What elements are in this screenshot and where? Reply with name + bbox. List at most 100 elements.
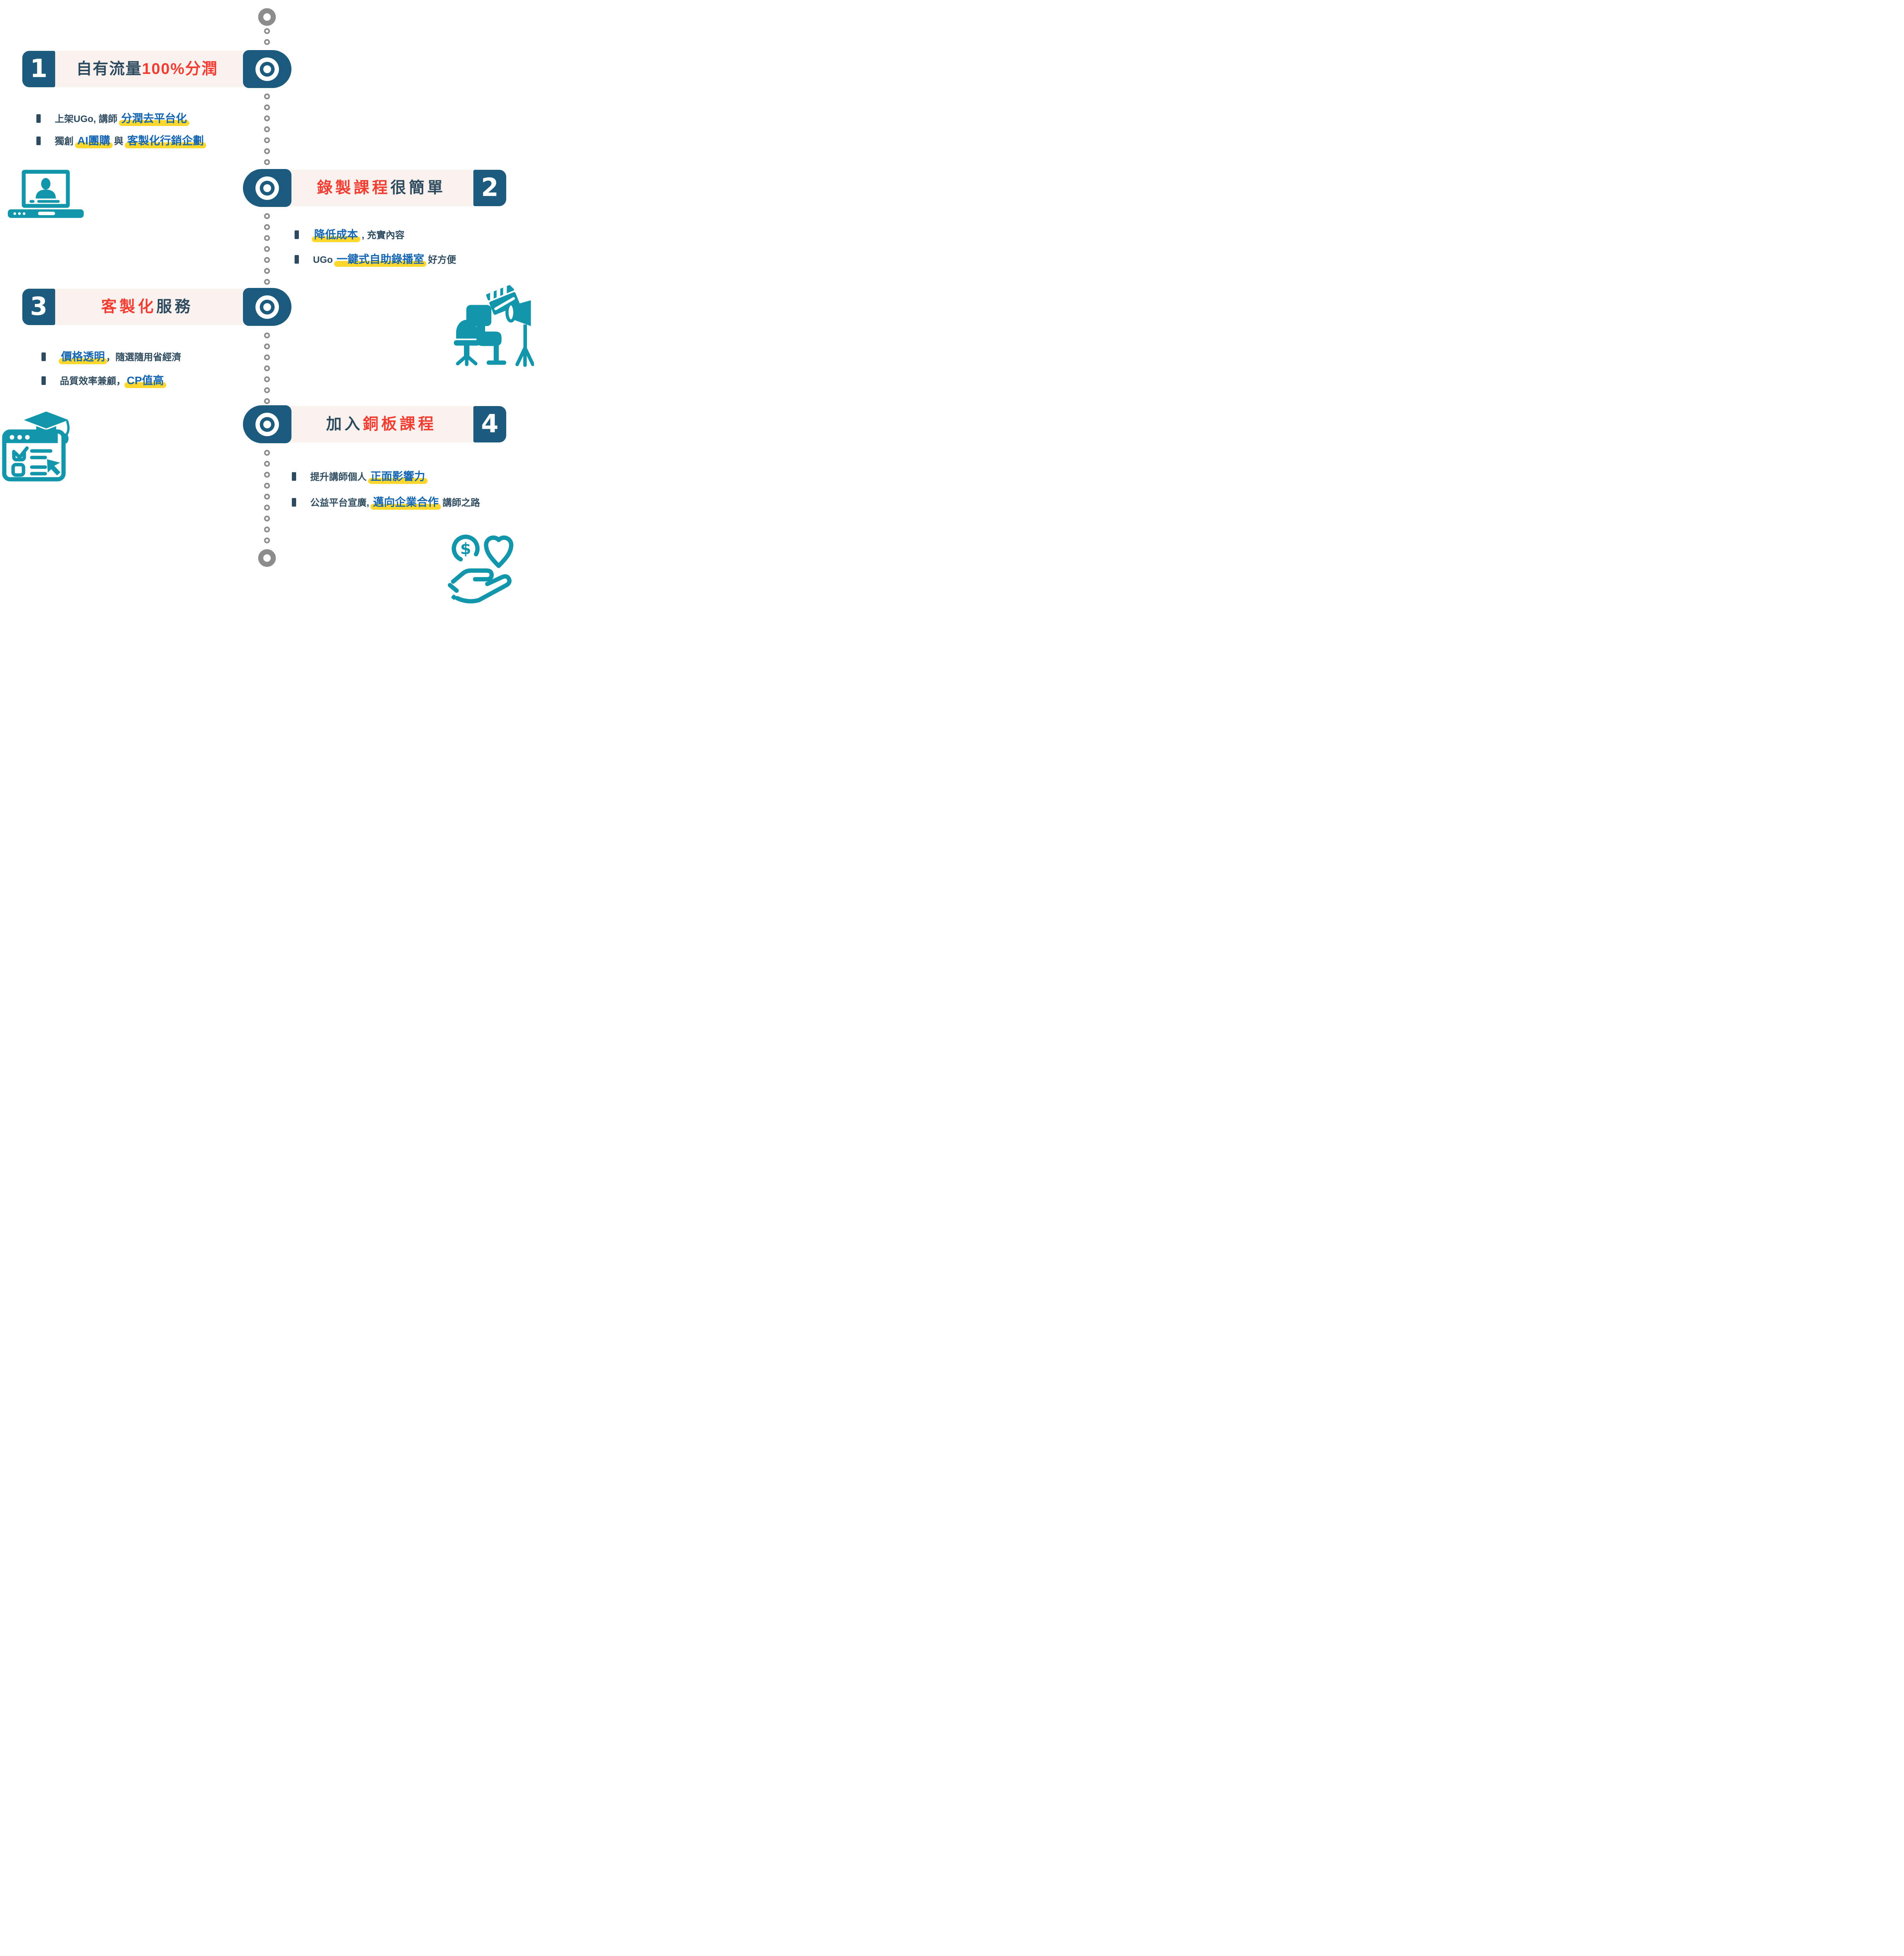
timeline-dot	[264, 137, 270, 143]
timeline-dot	[264, 28, 270, 34]
bullet-item: 公益平台宣廣, 邁向企業合作 講師之路	[292, 494, 480, 509]
timeline-dot	[264, 527, 270, 532]
bullet-item: 上架UGo, 講師 分潤去平台化	[36, 110, 188, 126]
timeline-dot	[264, 398, 270, 404]
timeline-dot	[264, 257, 270, 263]
step-title-4: 加入銅板課程	[291, 406, 471, 442]
text-segment: UGo	[313, 255, 336, 265]
step-header-bar-2	[264, 170, 473, 206]
highlighted-keyword: 客製化行銷企劃	[126, 135, 205, 147]
timeline-dot	[264, 387, 270, 393]
text-segment: 好方便	[425, 255, 457, 265]
timeline-dot	[264, 235, 270, 241]
timeline-dot	[264, 115, 270, 121]
text-segment: 錄製課程	[317, 179, 390, 196]
bullet-item: 品質效率兼顧，CP值高	[41, 372, 165, 388]
text-segment: , 充實內容	[359, 230, 405, 241]
highlighted-keyword: 分潤去平台化	[120, 112, 188, 124]
text-segment: 100%分潤	[142, 60, 218, 77]
timeline-dot	[264, 126, 270, 132]
step-header-bar-4	[264, 406, 473, 442]
timeline-dot	[264, 354, 270, 360]
bullet-item: 降低成本 , 充實內容	[295, 226, 405, 242]
highlighted-keyword: 價格透明	[60, 351, 106, 363]
timeline-dot	[264, 538, 270, 543]
step-number-badge-4: 4	[473, 406, 506, 442]
bullet-item: 價格透明，隨選隨用省經濟	[41, 348, 181, 364]
laptop-presenter-icon	[7, 170, 84, 218]
step-title-2: 錄製課程很簡單	[291, 170, 471, 206]
timeline-node-2	[243, 169, 291, 207]
timeline-dot	[264, 268, 270, 274]
text-segment: 服務	[156, 298, 193, 315]
bullet-item: 獨創 AI團購 與 客製化行銷企劃	[36, 132, 205, 148]
text-segment: 自有流量	[76, 60, 142, 77]
bullseye-icon	[255, 57, 279, 81]
step-number-badge-1: 1	[22, 51, 55, 87]
text-segment: 上架UGo, 講師	[55, 114, 120, 124]
timeline-dot	[264, 472, 270, 478]
step-header-bar-3	[55, 289, 270, 325]
highlighted-keyword: 一鍵式自助錄播室	[335, 253, 425, 265]
highlighted-keyword: CP值高	[126, 374, 165, 387]
infographic-canvas: 1 自有流量100%分潤 錄製課程很簡單 2 3 客製化服務 加入銅板課程 4 …	[0, 0, 570, 625]
text-segment: 與	[111, 136, 126, 147]
highlighted-keyword: 邁向企業合作	[372, 496, 440, 508]
bullet-square-marker	[41, 352, 46, 361]
timeline-dot	[264, 343, 270, 349]
bullet-square-marker	[292, 472, 296, 481]
timeline-dot	[264, 213, 270, 219]
timeline-dot	[264, 148, 270, 154]
highlighted-keyword: 降低成本	[313, 228, 359, 241]
timeline-dot	[264, 246, 270, 252]
text-segment: 很簡單	[390, 179, 446, 196]
timeline-dot	[264, 333, 270, 338]
timeline-end-ring	[258, 549, 276, 567]
text-segment: 提升講師個人	[310, 472, 369, 482]
text-segment: 講師之路	[440, 498, 480, 508]
text-segment: 獨創	[55, 136, 76, 147]
step-number-badge-3: 3	[22, 289, 55, 325]
timeline-dot	[264, 93, 270, 99]
step-header-bar-1	[55, 51, 270, 87]
timeline-dot	[264, 104, 270, 110]
timeline-dot	[264, 494, 270, 500]
text-segment: 客製化	[101, 298, 156, 315]
timeline-start-ring	[258, 8, 276, 26]
timeline-dot	[264, 505, 270, 511]
timeline-dot	[264, 279, 270, 285]
text-segment: 加入	[326, 415, 363, 433]
bullet-item: 提升講師個人 正面影響力	[292, 468, 426, 484]
text-segment: 公益平台宣廣,	[310, 498, 372, 508]
bullet-square-marker	[295, 255, 299, 264]
timeline-node-4	[243, 405, 291, 443]
timeline-node-3	[243, 288, 291, 326]
svg-text:$: $	[460, 540, 471, 558]
donation-hand-heart-icon: $	[448, 534, 514, 604]
timeline-dot	[264, 376, 270, 382]
timeline-dot	[264, 516, 270, 521]
timeline-dot	[264, 365, 270, 371]
highlighted-keyword: AI團購	[76, 135, 111, 147]
bullseye-icon	[255, 412, 279, 436]
bullseye-icon	[255, 295, 279, 319]
text-segment: 品質效率兼顧，	[60, 376, 126, 387]
bullet-square-marker	[36, 137, 41, 145]
highlighted-keyword: 正面影響力	[369, 470, 426, 482]
timeline-dot	[264, 159, 270, 165]
timeline-dot	[264, 224, 270, 230]
step-title-3: 客製化服務	[55, 289, 239, 325]
timeline-dot	[264, 39, 270, 45]
text-segment: ，隨選隨用省經濟	[106, 352, 182, 363]
bullet-square-marker	[292, 498, 296, 507]
text-segment: 銅板課程	[363, 415, 437, 433]
bullet-square-marker	[36, 114, 41, 123]
bullet-square-marker	[41, 376, 46, 385]
timeline-dot	[264, 483, 270, 489]
step-title-1: 自有流量100%分潤	[55, 51, 239, 87]
recording-studio-icon	[454, 284, 534, 367]
bullet-square-marker	[295, 230, 299, 239]
online-course-checklist-icon	[2, 411, 70, 482]
timeline-node-1	[243, 50, 291, 88]
bullet-item: UGo 一鍵式自助錄播室 好方便	[295, 251, 456, 266]
